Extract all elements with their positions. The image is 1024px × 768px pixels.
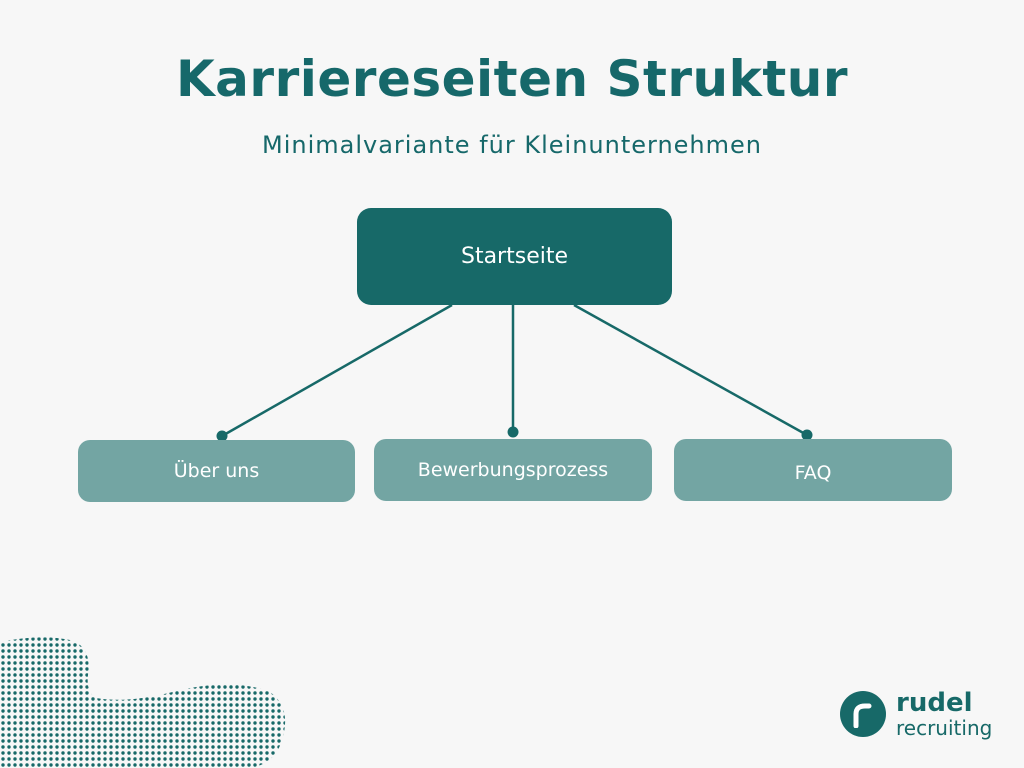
page-subtitle: Minimalvariante für Kleinunternehmen — [262, 131, 762, 159]
brand-logo: rudel recruiting — [840, 690, 992, 738]
logo-word-recruiting: recruiting — [896, 716, 993, 740]
node-faq-label: FAQ — [794, 462, 832, 484]
connector-dot-bew — [507, 426, 519, 438]
node-bewerbungsprozess: Bewerbungsprozess — [374, 439, 652, 501]
node-startseite: Startseite — [357, 208, 672, 305]
logo-word-rudel: rudel — [896, 688, 973, 718]
decorative-dot-pattern — [0, 637, 286, 768]
logo-r-icon — [840, 691, 886, 737]
page-title: Karriereseiten Struktur — [175, 50, 849, 108]
node-bewerbungsprozess-label: Bewerbungsprozess — [417, 459, 609, 481]
connector-dot-uber — [216, 430, 228, 442]
node-uber-uns: Über uns — [78, 440, 355, 502]
connector-dot-faq — [801, 429, 813, 441]
node-uber-uns-label: Über uns — [173, 460, 260, 482]
node-faq: FAQ — [674, 439, 952, 501]
connector-faq — [573, 303, 808, 437]
node-startseite-label: Startseite — [460, 244, 568, 269]
connector-uber — [221, 303, 453, 438]
